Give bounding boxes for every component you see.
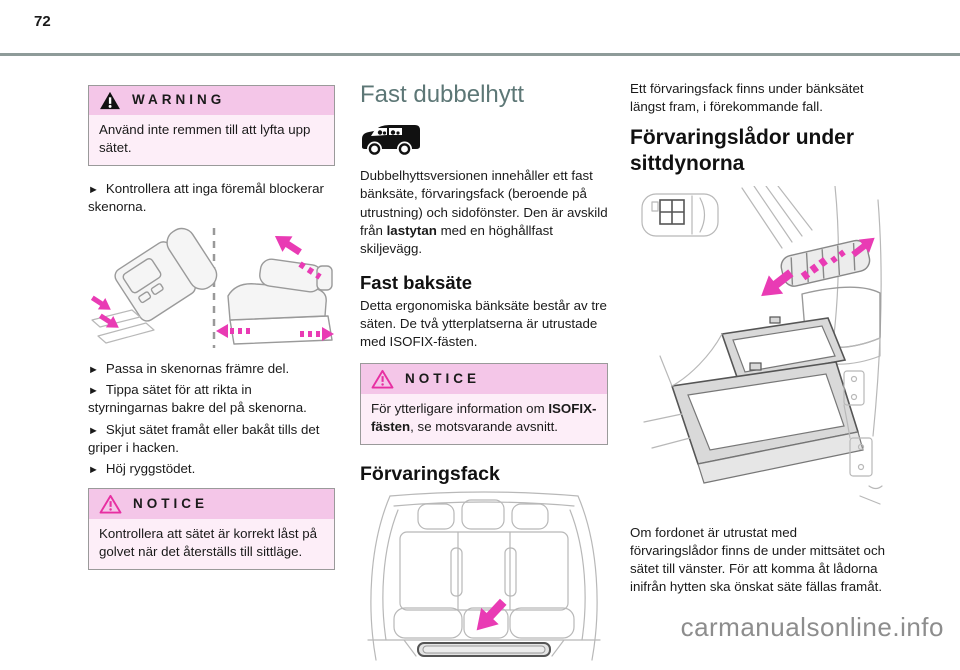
step-text: Höj ryggstödet.	[105, 460, 196, 476]
notice-body: För ytterligare information om ISOFIX-fä…	[371, 401, 597, 435]
column-left: WARNING Använd inte remmen till att lyft…	[88, 80, 335, 584]
bullet-marker: ►	[88, 463, 99, 476]
step-text: Kontrollera att inga föremål blockerar s…	[88, 181, 324, 215]
header-rule	[0, 53, 960, 56]
bold-term: lastytan	[386, 222, 437, 238]
subsection-title-fast-baksate: Fast baksäte	[360, 271, 473, 293]
warning-box-header: WARNING	[89, 86, 334, 115]
bold-term: ISOFIX-fästen	[371, 401, 597, 435]
step-text: Passa in skenornas främre del.	[105, 361, 290, 377]
step-text: Tippa sätet för att rikta in styrningarn…	[88, 382, 307, 416]
section-title-forvaringslador: Förvaringslådor under sittdynorna	[630, 126, 855, 176]
watermark: carmanualsonline.info	[680, 611, 944, 642]
bullet-marker: ►	[88, 184, 99, 197]
notice-triangle-icon	[371, 370, 394, 389]
bullet-marker: ►	[88, 364, 99, 377]
underseat-storage-boxes-figure	[641, 185, 883, 505]
bench-storage-tray-figure	[367, 491, 601, 661]
notice-box-header: NOTICE	[89, 488, 334, 519]
step-item: ► Passa in skenornas främre del.	[88, 360, 335, 378]
notice-box-header: NOTICE	[361, 364, 607, 395]
column-right: Ett förvaringsfack finns under bänksätet…	[630, 80, 888, 605]
notice-body: Kontrollera att sätet är korrekt låst på…	[99, 525, 318, 559]
step-text: Skjut sätet framåt eller bakåt tills det…	[88, 421, 320, 455]
step-item: ►Tippa sätet för att rikta in styrningar…	[88, 381, 335, 417]
seat-rail-installation-figure	[90, 228, 334, 349]
column-middle: Fast dubbelhytt Dubbelhyttsversionen inn…	[360, 80, 608, 670]
step-item: ►Skjut sätet framåt eller bakåt tills de…	[88, 421, 335, 457]
notice-title: NOTICE	[405, 371, 481, 387]
notice-triangle-icon	[99, 494, 122, 514]
warning-triangle-icon	[100, 91, 120, 110]
subsection-title-forvaringsfack: Förvaringsfack	[360, 463, 500, 486]
bullet-marker: ►	[88, 424, 99, 437]
notice-title: NOTICE	[133, 495, 209, 511]
warning-box: WARNING Använd inte remmen till att lyft…	[88, 85, 335, 167]
bullet-marker: ►	[88, 385, 99, 398]
body-paragraph: Om fordonet är utrustat med förvaringslå…	[630, 524, 885, 594]
intro-paragraph: Dubbelhyttsversionen innehåller ett fast…	[360, 168, 608, 256]
step-list: ►Passa in skenornas främre del. ►Tippa s…	[88, 360, 335, 477]
step-item: ► Höj ryggstödet.	[88, 460, 335, 478]
intro-paragraph: Ett förvaringsfack finns under bänksätet…	[630, 81, 864, 115]
notice-box: NOTICE För ytterligare information om IS…	[360, 363, 608, 446]
warning-body: Använd inte remmen till att lyfta upp sä…	[99, 122, 311, 156]
notice-box: NOTICE Kontrollera att sätet är korrekt …	[88, 487, 335, 570]
page-number: 72	[34, 13, 51, 30]
warning-title: WARNING	[132, 92, 226, 108]
double-cab-van-icon	[362, 125, 420, 156]
section-title-fast-dubbelhytt: Fast dubbelhytt	[360, 81, 525, 108]
rear-seat-paragraph: Detta ergonomiska bänksäte består av tre…	[360, 298, 607, 350]
step-item: ►Kontrollera att inga föremål blockerar …	[88, 180, 335, 216]
